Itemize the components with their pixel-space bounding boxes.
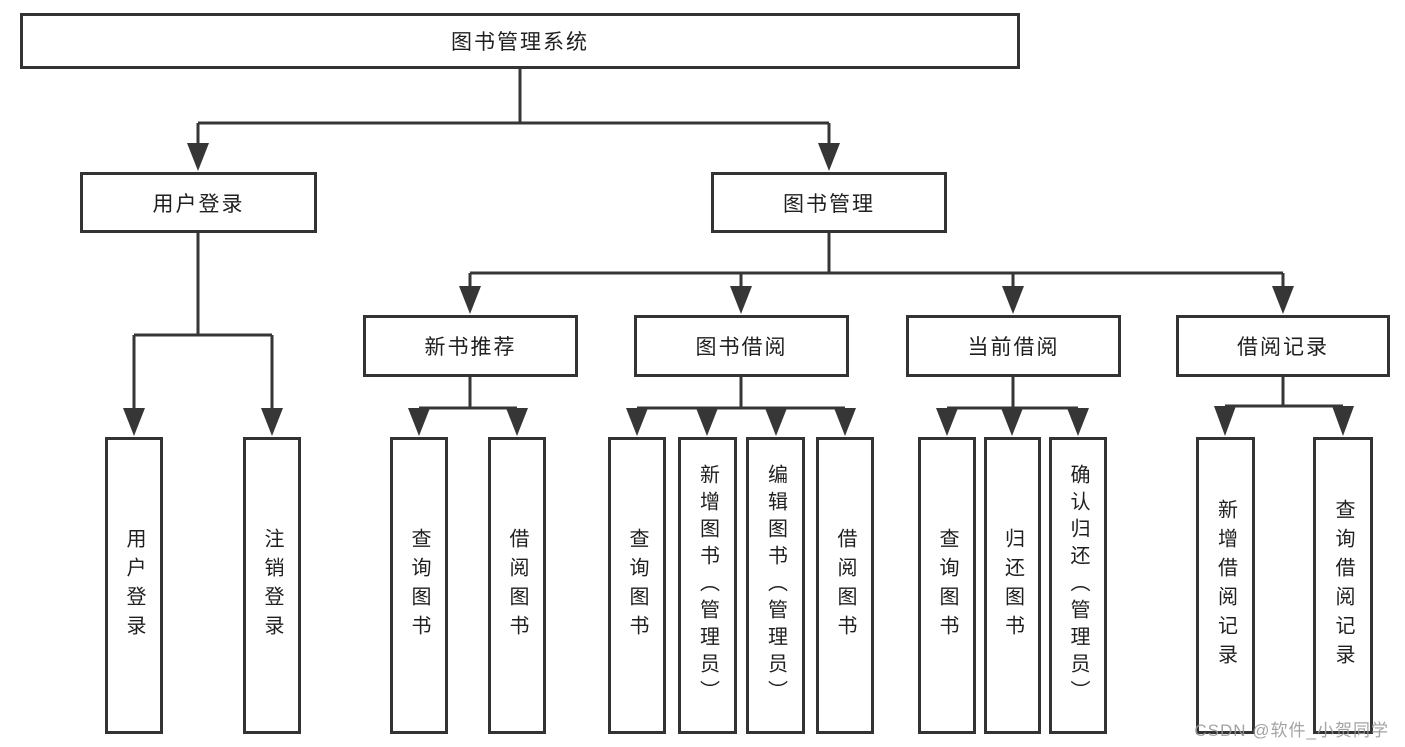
node-book-borrowing-label: 图书借阅 [695,336,788,359]
leaf-add-borrow-record: 新增借阅记录 [1196,437,1255,734]
leaf-edit-books-admin: 编辑图书（管理员） [746,437,805,734]
leaf-query-books-3: 查询图书 [918,437,976,734]
leaf-query-borrow-record: 查询借阅记录 [1313,437,1373,734]
connector-new-book-rec-branch [408,377,528,436]
node-current-borrowing: 当前借阅 [906,315,1121,377]
leaf-borrow-books-1-label: 借阅图书 [506,527,528,644]
node-book-borrowing: 图书借阅 [634,315,849,377]
node-new-book-recommendation: 新书推荐 [363,315,578,377]
node-borrowing-records-label: 借阅记录 [1237,336,1329,359]
leaf-add-books-admin: 新增图书（管理员） [678,437,737,734]
leaf-return-books: 归还图书 [984,437,1041,734]
leaf-add-borrow-record-label: 新增借阅记录 [1214,498,1237,673]
leaf-query-books-3-label: 查询图书 [936,527,958,644]
node-new-book-recommendation-label: 新书推荐 [424,336,517,359]
node-root-system: 图书管理系统 [20,13,1020,69]
leaf-return-books-label: 归还图书 [1001,527,1024,644]
node-root-label: 图书管理系统 [451,31,589,54]
leaf-edit-books-admin-label: 编辑图书（管理员） [764,464,787,707]
connector-borrow-record-branch [1214,377,1354,436]
leaf-query-books-2: 查询图书 [608,437,666,734]
connector-current-borrow-branch [936,377,1089,436]
node-book-management: 图书管理 [711,172,947,233]
leaf-user-login: 用户登录 [105,437,163,734]
node-user-login-label: 用户登录 [152,192,245,216]
leaf-logout: 注销登录 [243,437,301,734]
leaf-user-login-label: 用户登录 [123,527,145,644]
connector-user-login-branch [123,233,283,436]
node-user-login: 用户登录 [80,172,317,233]
leaf-query-borrow-record-label: 查询借阅记录 [1332,498,1354,673]
leaf-confirm-return-admin-label: 确认归还（管理员） [1067,464,1089,707]
node-current-borrowing-label: 当前借阅 [967,336,1060,359]
leaf-logout-label: 注销登录 [261,527,283,644]
leaf-borrow-books-1: 借阅图书 [488,437,546,734]
connector-book-borrow-branch [626,377,856,436]
leaf-query-books-1: 查询图书 [390,437,448,734]
connector-book-mgmt-branch [459,233,1294,314]
node-book-management-label: 图书管理 [783,192,875,216]
leaf-add-books-admin-label: 新增图书（管理员） [696,464,719,707]
leaf-borrow-books-2: 借阅图书 [816,437,874,734]
leaf-query-books-2-label: 查询图书 [626,527,648,644]
leaf-borrow-books-2-label: 借阅图书 [834,527,856,644]
connector-root-to-level2 [187,69,840,171]
leaf-query-books-1-label: 查询图书 [408,527,430,644]
node-borrowing-records: 借阅记录 [1176,315,1390,377]
leaf-confirm-return-admin: 确认归还（管理员） [1049,437,1107,734]
